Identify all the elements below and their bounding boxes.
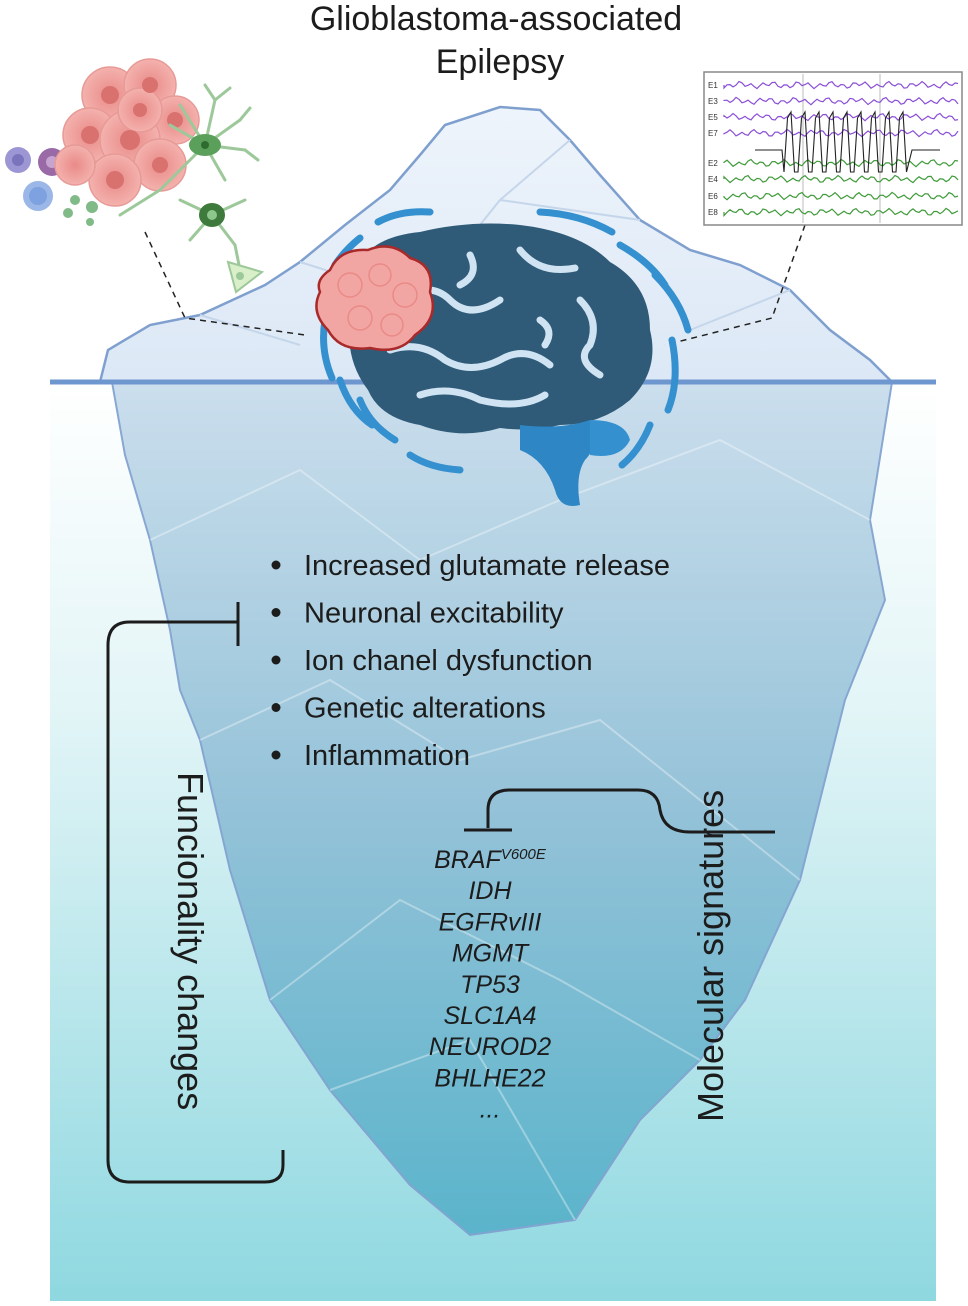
pyramidal-neuron-icon xyxy=(226,260,265,294)
gene-item: ... xyxy=(480,1096,501,1124)
gene-item: SLC1A4 xyxy=(443,1002,536,1030)
title-line-1: Glioblastoma-associated xyxy=(310,0,682,38)
iceberg-underwater xyxy=(110,381,894,1237)
neuron-dendrites xyxy=(118,83,260,272)
iceberg-facets xyxy=(149,438,871,1221)
eeg-trace xyxy=(723,112,959,122)
eeg-channel-label: E5 xyxy=(708,113,718,122)
eeg-trace xyxy=(723,191,959,201)
molecular-inhibition-bracket xyxy=(464,788,775,834)
gene-item: MGMT xyxy=(452,940,530,968)
gene-item: IDH xyxy=(468,877,512,905)
bullet-icon xyxy=(271,703,281,712)
bullet-icon xyxy=(271,750,281,760)
tumor-microenvironment-illustration xyxy=(5,58,265,294)
eeg-channel-label: E3 xyxy=(708,97,718,106)
eeg-channel-label: E7 xyxy=(708,129,718,138)
gene-item: NEUROD2 xyxy=(429,1033,551,1061)
gene-list: BRAFV600E IDH EGFRvIII MGMT TP53SLC1A4NEUROD… xyxy=(429,846,551,1124)
gene-name: SLC1A4 xyxy=(443,1002,536,1030)
eeg-channel-label: E6 xyxy=(708,192,718,201)
eeg-channel-label: E2 xyxy=(708,159,718,168)
eeg-trace xyxy=(723,80,959,90)
eeg-trace xyxy=(723,158,959,168)
gene-item: BHLHE22 xyxy=(434,1064,545,1092)
cerebellum-icon xyxy=(590,420,630,456)
mechanism-item: Ion chanel dysfunction xyxy=(304,645,593,677)
gene-name: BRAF xyxy=(434,846,502,874)
bullet-icon xyxy=(271,655,281,665)
mechanism-item: Genetic alterations xyxy=(304,693,546,725)
bullet-icon xyxy=(271,560,281,570)
bullet-icon xyxy=(271,608,281,617)
mechanism-item: Neuronal excitability xyxy=(304,598,564,630)
tumor-mass-icon xyxy=(315,245,435,352)
eeg-trace xyxy=(723,128,959,138)
gene-name: TP53 xyxy=(460,971,520,999)
gene-item: EGFRvIII xyxy=(439,908,542,936)
mechanism-item: Inflammation xyxy=(304,740,470,772)
eeg-trace xyxy=(723,174,959,184)
seizure-wave-arcs xyxy=(320,208,692,474)
functionality-inhibition-bracket xyxy=(106,602,285,1184)
eeg-channel-label: E1 xyxy=(708,81,718,90)
title-line-2: Epilepsy xyxy=(436,43,565,81)
gene-superscript: V600E xyxy=(501,846,547,863)
gene-name: EGFRvIII xyxy=(439,908,542,936)
eeg-trace xyxy=(723,96,959,106)
eeg-channel-label: E8 xyxy=(708,208,718,217)
gene-name: BHLHE22 xyxy=(434,1064,545,1092)
gene-name: NEUROD2 xyxy=(429,1033,551,1061)
glioma-cells-icon xyxy=(54,58,200,207)
brain-illustration xyxy=(315,208,692,506)
eeg-trace xyxy=(723,207,959,218)
gene-name: MGMT xyxy=(452,940,530,968)
gene-item: TP53 xyxy=(460,971,520,999)
functionality-changes-label: Funcionality changes xyxy=(170,772,211,1110)
gene-name: ... xyxy=(480,1096,501,1124)
mechanism-item: Increased glutamate release xyxy=(304,550,670,582)
molecular-signatures-label: Molecular signatures xyxy=(690,790,731,1122)
gene-name: IDH xyxy=(468,877,512,905)
gene-item: BRAFV600E xyxy=(434,846,547,874)
seizure-spike-trace xyxy=(755,110,940,173)
brainstem-icon xyxy=(520,420,594,506)
eeg-channel-label: E4 xyxy=(708,175,718,184)
eeg-frame xyxy=(703,71,963,226)
cell-nuclei xyxy=(81,77,183,189)
